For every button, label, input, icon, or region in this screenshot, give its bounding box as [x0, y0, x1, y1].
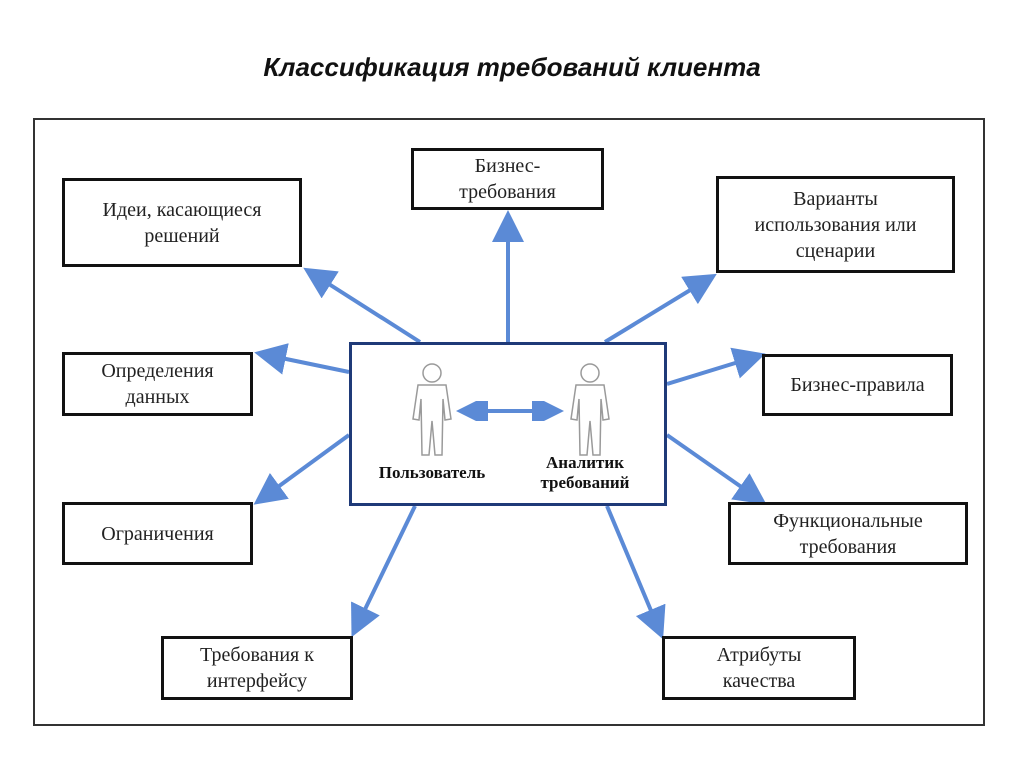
page-title: Классификация требований клиента — [263, 52, 761, 82]
arrow-to-use-cases — [603, 273, 717, 344]
arrow-to-constraints — [253, 433, 351, 505]
diagram-frame — [33, 118, 985, 726]
analyst-figure-icon — [570, 363, 610, 456]
analyst-label: Аналитик требований — [540, 453, 630, 492]
arrow-to-quality-attributes — [605, 505, 666, 640]
box-business-rules: Бизнес-правила — [762, 354, 953, 416]
center-box: Пользователь Аналитик требований — [349, 342, 667, 506]
box-constraints: Ограничения — [62, 502, 253, 565]
box-solution-ideas: Идеи, касающиеся решений — [62, 178, 302, 267]
arrow-to-data-definitions — [254, 343, 350, 375]
double-arrow-icon — [456, 401, 564, 421]
arrow-to-interface-requirements — [351, 505, 417, 638]
user-label: Пользователь — [378, 463, 486, 482]
box-data-definitions: Определения данных — [62, 352, 253, 416]
arrow-to-business-rules — [666, 347, 766, 386]
box-quality-attributes: Атрибуты качества — [662, 636, 856, 700]
box-use-cases: Варианты использования или сценарии — [716, 176, 955, 273]
arrow-to-functional-requirements — [665, 433, 767, 505]
box-functional-requirements: Функциональные требования — [728, 502, 968, 565]
box-business-requirements: Бизнес- требования — [411, 148, 604, 210]
box-interface-requirements: Требования к интерфейсу — [161, 636, 353, 700]
arrow-to-solution-ideas — [303, 267, 422, 344]
user-figure-icon — [412, 363, 452, 456]
